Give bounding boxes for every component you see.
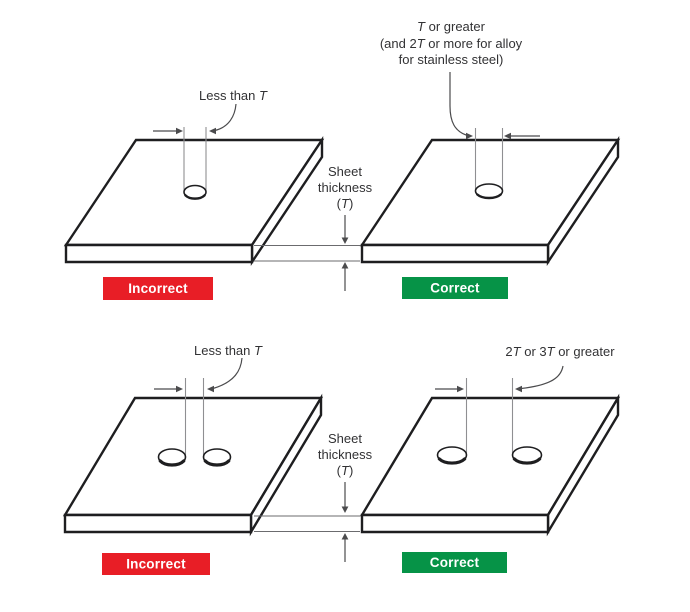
leader-line — [449, 72, 467, 136]
plate-front-face — [360, 243, 550, 264]
plate-top-face — [62, 396, 324, 517]
thickness-label-line3: (T) — [337, 463, 354, 478]
arrowhead-down-icon — [341, 237, 349, 244]
hole-inner-wall — [437, 457, 467, 465]
arrowhead-right-icon — [466, 132, 473, 140]
arrowhead-right-icon — [176, 127, 183, 135]
thickness-label-line2: thickness — [318, 447, 373, 462]
badge-background — [103, 277, 213, 300]
label-2t-or-3t-or-greater: 2T or 3T or greater — [505, 344, 615, 359]
arrowhead-left-icon — [515, 385, 522, 393]
leader-line — [214, 103, 237, 132]
arrowhead-left-icon — [504, 132, 511, 140]
leader-line — [520, 365, 564, 390]
plate-top-correct — [359, 72, 621, 266]
label-t-or-greater: T or greater (and 2T or more for alloy f… — [380, 19, 523, 67]
hole-inner-wall — [476, 193, 502, 200]
sheet-thickness-callout-top: Sheet thickness (T) — [254, 164, 373, 291]
plate-top-face — [359, 396, 621, 517]
thickness-label-line1: Sheet — [328, 431, 362, 446]
thickness-label-line1: Sheet — [328, 164, 362, 179]
sheet-thickness-callout-bottom: Sheet thickness (T) — [254, 431, 373, 562]
plate-top-incorrect — [63, 103, 325, 266]
plate-bottom-correct — [359, 365, 621, 537]
plate-front-face — [64, 243, 254, 264]
plate-front-face — [63, 513, 253, 534]
badge-label: Correct — [430, 555, 480, 570]
badge-label: Incorrect — [128, 281, 188, 296]
label-less-than-t-bottom: Less than T — [194, 343, 263, 358]
badge-incorrect-bottom: Incorrect — [102, 553, 210, 575]
badge-correct-bottom: Correct — [402, 552, 507, 573]
arrowhead-right-icon — [176, 385, 183, 393]
hole-inner-wall — [512, 457, 542, 465]
badge-incorrect-top: Incorrect — [103, 277, 213, 300]
plate-bottom-incorrect — [62, 357, 324, 537]
arrowhead-left-icon — [209, 127, 216, 135]
label-line3: for stainless steel) — [399, 52, 504, 67]
badge-background — [402, 277, 508, 299]
arrowhead-down-icon — [341, 506, 349, 513]
arrowhead-left-icon — [207, 385, 214, 393]
badge-background — [402, 552, 507, 573]
badge-background — [102, 553, 210, 575]
badge-correct-top: Correct — [402, 277, 508, 299]
hole-inner-wall — [158, 459, 186, 467]
hole-inner-wall — [184, 194, 206, 200]
arrowhead-right-icon — [457, 385, 464, 393]
arrowhead-up-icon — [341, 533, 349, 540]
leader-line — [212, 357, 243, 390]
hole-inner-wall — [203, 459, 231, 467]
label-line2: (and 2T or more for alloy — [380, 36, 523, 51]
arrowhead-up-icon — [341, 262, 349, 269]
badge-label: Correct — [430, 281, 480, 296]
thickness-label-line2: thickness — [318, 180, 373, 195]
badge-label: Incorrect — [126, 557, 186, 572]
plate-front-face — [360, 513, 550, 534]
label-less-than-t-top: Less than T — [199, 88, 268, 103]
thickness-label-line3: (T) — [337, 196, 354, 211]
label-line1: T or greater — [417, 19, 486, 34]
